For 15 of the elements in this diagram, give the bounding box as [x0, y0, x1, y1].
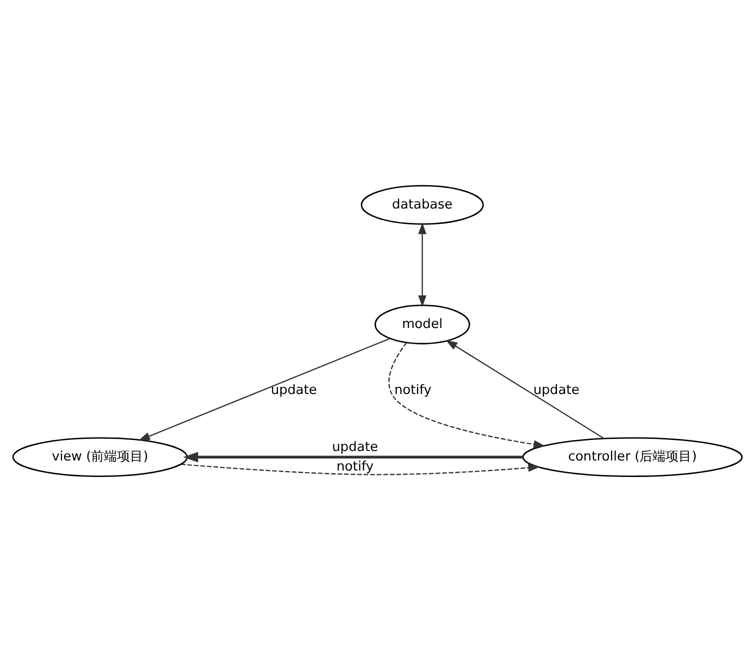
node-ellipse: view (前端项目)	[12, 437, 188, 477]
arrow	[418, 222, 426, 308]
edge-label: update	[533, 383, 580, 398]
edge-label: notify	[336, 459, 374, 474]
node-ellipse: controller (后端项目)	[522, 437, 743, 477]
arrow	[138, 338, 390, 441]
node-ellipse: database	[360, 185, 484, 225]
arrow	[446, 340, 605, 440]
arrow	[180, 464, 540, 476]
arrow	[183, 452, 523, 462]
node-ellipse: model	[374, 304, 470, 344]
edge-label: update	[332, 440, 378, 455]
arrow	[388, 342, 546, 448]
edge-label: update	[270, 383, 317, 398]
edge-label: notify	[394, 383, 432, 398]
